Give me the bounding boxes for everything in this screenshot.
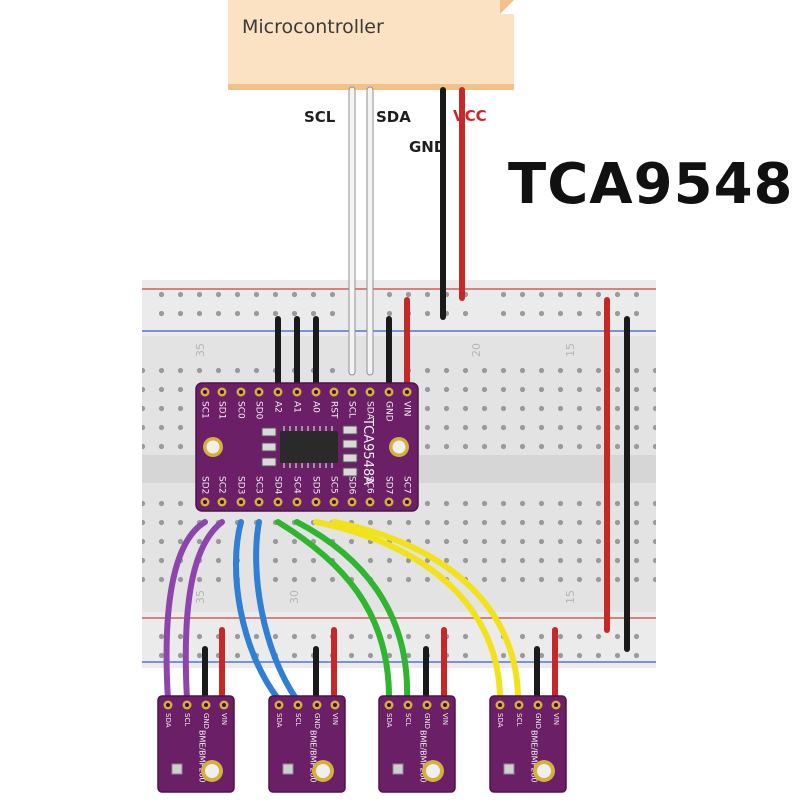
mux-pin-label-sc4: SC4 (292, 476, 302, 494)
mux-pin-label-sd5: SD5 (311, 476, 321, 494)
mux-ic-chip (280, 431, 338, 463)
sensor-chip (282, 763, 294, 775)
row-number-15-bottom: 15 (564, 590, 577, 604)
mux-top-pin-pads (200, 387, 412, 397)
sensor-pin-label-vin: VIN (552, 713, 560, 725)
mux-pin-label-gnd: GND (384, 401, 394, 422)
sensor-pin-label-sda: SDA (496, 713, 504, 728)
bme280-sensor-1: SDA SCL GND VIN BME/BMP280 (157, 695, 235, 793)
sda-wire-label: SDA (376, 108, 411, 126)
row-number-15-top: 15 (564, 343, 577, 357)
mux-pin-label-sd0: SD0 (254, 401, 264, 420)
sensor-pin-label-vin: VIN (331, 713, 339, 725)
mux-pin-label-sc2: SC2 (217, 476, 227, 494)
mux-pin-label-vin: VIN (402, 401, 412, 417)
mux-pin-label-a0: A0 (311, 401, 321, 413)
sensor-pin-label-sda: SDA (275, 713, 283, 728)
sensor-pin-label-gnd: GND (534, 713, 542, 729)
sensor-chip (392, 763, 404, 775)
mux-bottom-pin-labels: SD2 SC2 SD3 SC3 SD4 SC4 SD5 SC5 SD6 SC6 SD7 SC7 (200, 476, 412, 495)
mux-pin-label-sd1: SD1 (217, 401, 227, 419)
microcontroller-wires (348, 86, 465, 376)
purple-wire-sd2 (163, 519, 208, 703)
row-number-35-top: 35 (194, 343, 207, 357)
scl-wire-label: SCL (304, 108, 336, 126)
sensor-board-label: BME/BMP280 (309, 730, 318, 783)
sensor-pin-label-gnd: GND (313, 713, 321, 729)
microcontroller-label: Microcontroller (242, 16, 384, 38)
mux-pin-label-sd2: SD2 (200, 476, 210, 494)
green-wire-sc4 (294, 519, 411, 703)
mux-pin-label-sd7: SD7 (384, 476, 394, 494)
sensor-pin-label-scl: SCL (515, 713, 523, 726)
purple-wire-sc2 (182, 519, 225, 703)
sensor-pin-label-sda: SDA (385, 713, 393, 728)
mux-pin-label-sc5: SC5 (329, 476, 339, 494)
mux-top-pin-labels: SC1 SD1 SC0 SD0 A2 A1 A0 RST SCL SDA GND VIN (200, 401, 412, 422)
mux-pin-label-sc6: SC6 (365, 476, 375, 494)
sensor-pin-label-sda: SDA (164, 713, 172, 728)
green-wire-sd4 (275, 519, 393, 703)
sensor-chip (503, 763, 515, 775)
bme280-sensor-4: SDA SCL GND VIN BME/BMP280 (489, 695, 567, 793)
bme280-sensor-3: SDA SCL GND VIN BME/BMP280 (378, 695, 456, 793)
sensor-board-label: BME/BMP280 (530, 730, 539, 783)
mux-pin-label-sc0: SC0 (236, 401, 246, 419)
mux-resistors (261, 425, 358, 477)
mux-pin-label-sda: SDA (365, 401, 375, 420)
row-number-20-top: 20 (470, 343, 483, 357)
microcontroller-corner-fold (500, 0, 514, 14)
diagram-title: TCA9548 (508, 152, 794, 217)
yellow-wire-sd5 (313, 519, 503, 703)
gnd-wire-label: GND (409, 138, 447, 156)
sensor-board-label: BME/BMP280 (419, 730, 428, 783)
sensor-pin-label-vin: VIN (441, 713, 449, 725)
mux-pin-label-scl: SCL (347, 401, 357, 418)
mux-pin-label-sc1: SC1 (200, 401, 210, 419)
sensor-board-label: BME/BMP280 (198, 730, 207, 783)
sensor-power-jumpers (202, 627, 558, 703)
row-number-30-bottom: 30 (288, 590, 301, 604)
blue-wire-sd3 (233, 519, 282, 703)
sensor-chip (171, 763, 183, 775)
sensor-pin-label-vin: VIN (220, 713, 228, 725)
mux-pin-label-sd6: SD6 (347, 476, 357, 495)
blue-wire-sc3 (253, 519, 300, 703)
sensor-i2c-wires (163, 519, 521, 703)
mux-pin-label-sc7: SC7 (402, 476, 412, 494)
sensor-pin-label-scl: SCL (183, 713, 191, 726)
sensor-pin-label-gnd: GND (423, 713, 431, 729)
mux-pin-label-a2: A2 (273, 401, 283, 413)
bme280-sensors: SDA SCL GND VIN BME/BMP280 SDA SCL GND VIN BME/BM… (157, 695, 567, 793)
mux-pin-label-a1: A1 (292, 401, 302, 413)
mux-pin-label-rst: RST (329, 401, 339, 419)
mux-pin-label-sd4: SD4 (273, 476, 283, 495)
yellow-wire-sc5 (331, 519, 521, 703)
bme280-sensor-2: SDA SCL GND VIN BME/BMP280 (268, 695, 346, 793)
mux-board-label: TCA9548A (360, 417, 375, 485)
mux-bottom-pin-pads (200, 497, 412, 507)
sensor-pin-label-scl: SCL (294, 713, 302, 726)
sensor-pin-label-gnd: GND (202, 713, 210, 729)
mux-pin-label-sd3: SD3 (236, 476, 246, 494)
mux-pin-label-sc3: SC3 (254, 476, 264, 494)
row-number-35-bottom: 35 (194, 590, 207, 604)
sensor-pin-label-scl: SCL (404, 713, 412, 726)
tca9548a-board: TCA9548A (195, 382, 419, 512)
